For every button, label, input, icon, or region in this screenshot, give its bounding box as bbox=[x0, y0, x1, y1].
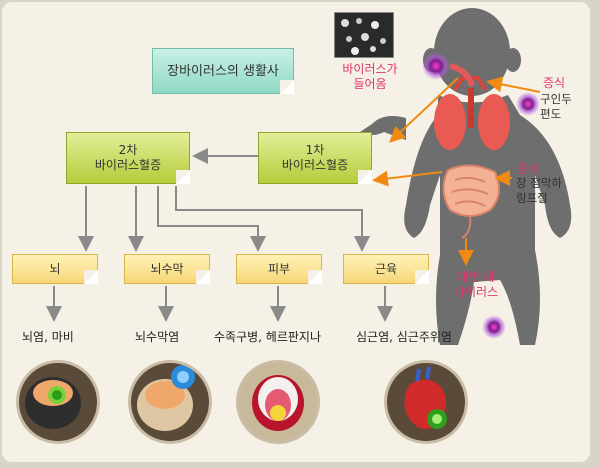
organ-box-skin: 피부 bbox=[236, 254, 322, 284]
child-silhouette bbox=[360, 8, 572, 345]
virus-glow-stool bbox=[482, 315, 506, 339]
note-fold bbox=[415, 270, 429, 284]
label-proliferation-1-text: 구인두 편도 bbox=[540, 92, 572, 121]
diagram-title: 장바이러스의 생활사 bbox=[152, 48, 294, 94]
organ-label-skin: 피부 bbox=[267, 261, 291, 276]
organ-box-muscle: 근육 bbox=[343, 254, 429, 284]
label-proliferation-1-title: 증식 bbox=[542, 76, 566, 90]
note-fold bbox=[176, 170, 190, 184]
label-virus-entry: 바이러스가 들어옴 bbox=[342, 62, 398, 91]
primary-viremia-box: 1차 바이러스혈증 bbox=[258, 132, 372, 184]
mouth-art bbox=[252, 375, 304, 431]
virus-glow-mouth bbox=[422, 52, 450, 80]
note-fold bbox=[84, 270, 98, 284]
organ-label-meninges: 뇌수막 bbox=[150, 261, 184, 276]
heart-illustration bbox=[384, 360, 468, 444]
primary-viremia-text: 1차 바이러스혈증 bbox=[281, 143, 349, 172]
heart-art bbox=[404, 366, 447, 430]
organ-label-muscle: 근육 bbox=[374, 261, 398, 276]
meninges-illustration bbox=[128, 360, 212, 444]
disease-label-brain: 뇌염, 마비 bbox=[22, 330, 74, 344]
secondary-viremia-text: 2차 바이러스혈증 bbox=[94, 143, 162, 172]
note-fold bbox=[308, 270, 322, 284]
diagram-title-text: 장바이러스의 생활사 bbox=[167, 63, 279, 79]
virus-particles bbox=[341, 18, 386, 55]
organ-label-brain: 뇌 bbox=[49, 261, 61, 276]
organ-box-meninges: 뇌수막 bbox=[124, 254, 210, 284]
note-fold bbox=[280, 80, 294, 94]
secondary-viremia-box: 2차 바이러스혈증 bbox=[66, 132, 190, 184]
note-fold bbox=[358, 170, 372, 184]
disease-label-skin: 수족구병, 헤르판지나 bbox=[214, 330, 321, 344]
brain-illustration bbox=[16, 360, 100, 444]
organ-box-brain: 뇌 bbox=[12, 254, 98, 284]
mouth-illustration bbox=[236, 360, 320, 444]
label-stool-virus: 대변 내 바이러스 bbox=[453, 270, 499, 299]
virus-micrograph bbox=[334, 12, 394, 58]
intestine-illustration bbox=[442, 164, 500, 239]
meninges-art bbox=[137, 365, 195, 431]
disease-label-muscle: 심근염, 심근주위염 bbox=[356, 330, 452, 344]
note-fold bbox=[196, 270, 210, 284]
lungs-illustration bbox=[434, 76, 510, 150]
label-proliferation-2-text: 장 점막하 림프절 bbox=[516, 176, 562, 205]
disease-label-meninges: 뇌수막염 bbox=[135, 330, 180, 344]
label-proliferation-2-title: 증식 bbox=[516, 162, 540, 176]
virus-glow-tonsil bbox=[516, 92, 540, 116]
brain-art bbox=[25, 377, 81, 429]
